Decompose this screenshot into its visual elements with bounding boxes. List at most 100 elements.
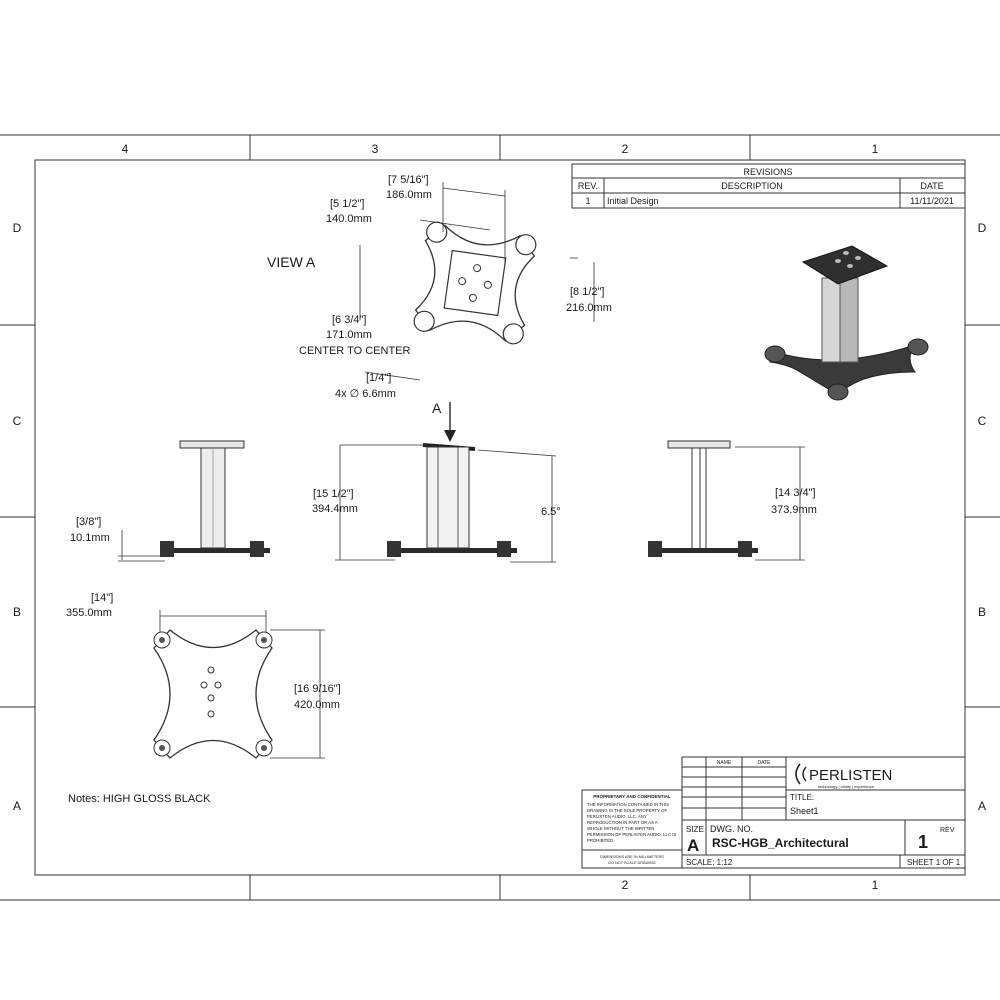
dim-side-right-mm: 373.9mm: [771, 504, 817, 516]
title-block-rev-label: REV: [940, 827, 955, 834]
side-right-foot: [738, 541, 752, 557]
proprietary-line: PERMISSION OF PERLISTEN AUDIO, LLC IS: [587, 832, 676, 837]
proprietary-line: WHOLE WITHOUT THE WRITTEN: [587, 826, 654, 831]
dim-view-a-height-mm: 216.0mm: [566, 302, 612, 314]
zone-row-c-right: C: [978, 414, 987, 428]
iso-top-hole: [843, 251, 849, 255]
iso-foot: [827, 383, 849, 401]
bottom-foot: [159, 745, 165, 751]
zone-col-2-bottom: 2: [622, 878, 629, 892]
iso-base: [769, 344, 917, 396]
zone-row-c: C: [13, 414, 22, 428]
front-arrow-label: A: [432, 400, 442, 416]
proprietary-line: DRAWING IS THE SOLE PROPERTY OF: [587, 808, 667, 813]
bottom-hole: [214, 681, 222, 689]
revisions-header-rev: REV.: [578, 181, 598, 191]
iso-top-hole: [855, 256, 861, 260]
zone-row-b: B: [13, 605, 21, 619]
dim-view-a-width-mm: 186.0mm: [386, 189, 432, 201]
proprietary-box: PROPRIETARY AND CONFIDENTIAL THE INFORMA…: [581, 789, 683, 869]
dim-front-angle: 6.5°: [541, 506, 561, 518]
zone-col-1: 1: [872, 142, 879, 156]
dim-front-height-in: [15 1/2"]: [313, 488, 354, 500]
revision-rev: 1: [585, 196, 590, 206]
iso-top-plate: [801, 245, 889, 285]
view-a-hole: [458, 277, 467, 286]
dim-view-a-hole-mm: 4x ∅ 6.6mm: [335, 388, 396, 400]
title-block-scale: SCALE: 1:12: [686, 858, 733, 867]
dim-side-right-in: [14 3/4"]: [775, 487, 816, 499]
dim-view-a-hole-in: [1/4"]: [366, 372, 391, 384]
view-a-hole: [473, 264, 482, 273]
perlisten-logo-text: PERLISTEN: [809, 767, 892, 784]
proprietary-footer: DIMENSIONS ARE IN MILLIMETERS: [600, 855, 664, 859]
view-a-arrow-head: [444, 430, 456, 442]
bottom-foot: [159, 637, 165, 643]
perlisten-logo: PERLISTEN technology | clarity | experie…: [795, 763, 892, 789]
iso-pillar-shade: [839, 277, 859, 363]
iso-foot: [907, 338, 929, 356]
dim-view-a-center-mm: 171.0mm: [326, 329, 372, 341]
dim-bottom-width-in: [14"]: [91, 592, 113, 604]
dim-front-height-mm: 394.4mm: [312, 503, 358, 515]
zone-row-b-right: B: [978, 605, 986, 619]
zone-row-d: D: [13, 221, 22, 235]
title-block-name-header: NAME: [717, 760, 732, 766]
view-a-foot-tr: [515, 234, 537, 256]
title-block-sheet: SHEET 1 OF 1: [907, 858, 961, 867]
title-block-date-header: DATE: [758, 760, 772, 766]
view-a-top-plate: [443, 249, 507, 317]
dim-bottom-height-in: [16 9/16"]: [294, 683, 341, 695]
bottom-foot: [261, 745, 267, 751]
title-block: NAME DATE PERLISTEN technology | clarity…: [681, 756, 966, 869]
bottom-view: [14"] 355.0mm [16 9/16"] 420.0mm: [66, 592, 341, 759]
zone-row-a: A: [13, 799, 21, 813]
title-block-size-label: SIZE: [686, 825, 704, 834]
front-base: [387, 548, 517, 553]
revisions-header-date: DATE: [920, 181, 943, 191]
proprietary-title: PROPRIETARY AND CONFIDENTIAL: [593, 794, 671, 799]
zone-col-1-bottom: 1: [872, 878, 879, 892]
front-pillar: [426, 446, 470, 549]
front-view: A [15 1/2"] 394.4mm 6.5°: [312, 400, 561, 563]
dim-view-a-center-note: CENTER TO CENTER: [299, 345, 410, 357]
side-left-foot: [160, 541, 174, 557]
revision-date: 11/11/2021: [910, 196, 954, 206]
zone-labels: 4 3 2 1 2 1 D C B A D C B A: [13, 142, 987, 892]
proprietary-line: REPRODUCTION IN PART OR AS A: [587, 820, 658, 825]
side-left-base: [160, 548, 270, 553]
bottom-foot: [261, 637, 267, 643]
side-view-right: [14 3/4"] 373.9mm: [648, 440, 817, 561]
view-a-hole: [483, 280, 492, 289]
zone-col-3: 3: [372, 142, 379, 156]
title-block-size-value: A: [687, 836, 699, 855]
side-right-base: [648, 548, 758, 553]
title-block-dwg-value: RSC-HGB_Architectural: [712, 836, 849, 850]
view-a-foot-bl: [413, 310, 435, 332]
isometric-view: [764, 245, 929, 401]
side-view-left: [3/8"] 10.1mm: [70, 440, 270, 562]
dim-view-a-width-in: [7 5/16"]: [388, 174, 429, 186]
side-left-foot: [250, 541, 264, 557]
dim-side-left-mm: 10.1mm: [70, 532, 110, 544]
iso-foot: [764, 345, 786, 363]
title-block-title-label: TITLE:: [790, 793, 814, 802]
side-right-foot: [648, 541, 662, 557]
title-block-rev-value: 1: [918, 832, 928, 852]
view-a-foot-br: [502, 323, 524, 345]
bottom-hole: [207, 710, 215, 718]
revision-description: Initial Design: [607, 196, 659, 206]
dim-bottom-width-mm: 355.0mm: [66, 607, 112, 619]
side-right-top-plate: [667, 440, 731, 449]
proprietary-footer: DO NOT SCALE DRAWING: [608, 861, 656, 865]
bottom-hole: [207, 694, 215, 702]
notes-text: Notes: HIGH GLOSS BLACK: [68, 793, 211, 805]
proprietary-line: THE INFORMATION CONTAINED IN THIS: [587, 802, 669, 807]
perlisten-logo-icon: [795, 763, 801, 785]
proprietary-line: PERLISTEN AUDIO, LLC. ANY: [587, 814, 647, 819]
zone-col-4: 4: [122, 142, 129, 156]
front-foot: [497, 541, 511, 557]
bottom-hole: [200, 681, 208, 689]
bottom-base-outline: [153, 629, 273, 759]
